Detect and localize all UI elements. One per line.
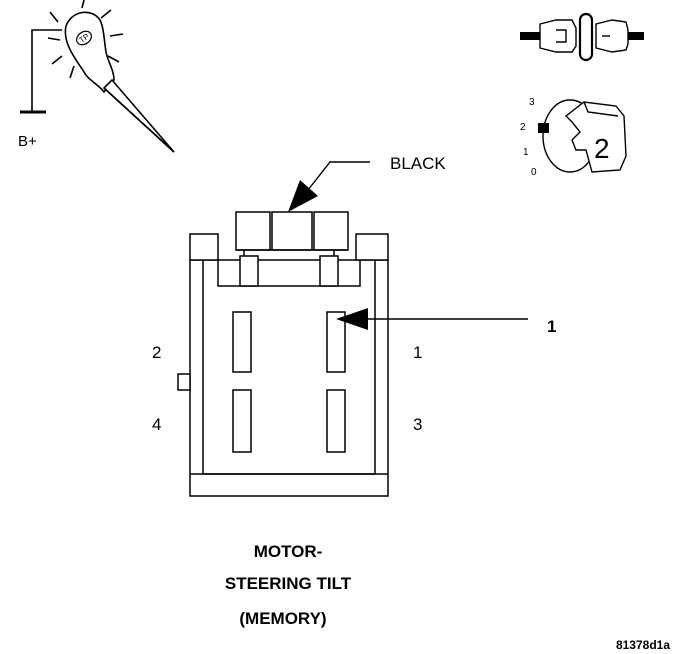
cavity-4	[232, 389, 252, 453]
component-title-line-1: MOTOR-	[254, 542, 323, 561]
cavity-3	[326, 389, 346, 453]
ignition-switch-icon: 3 2 1 0 2	[520, 97, 627, 178]
pin-callout-number: 1	[547, 317, 556, 336]
pin-label-3: 3	[413, 415, 422, 434]
probe-tip-mark: TP	[75, 30, 93, 46]
ignition-key-number: 2	[594, 133, 610, 164]
pin-label-1: 1	[413, 343, 422, 362]
center-key	[271, 211, 313, 251]
left-post	[189, 233, 219, 261]
disconnected-connector-icon	[520, 12, 644, 62]
pin-label-4: 4	[152, 415, 161, 434]
color-callout-label: BLACK	[390, 154, 446, 173]
light-rays	[47, 0, 124, 79]
key-head	[564, 101, 627, 173]
ignition-position-2: 2	[520, 122, 526, 133]
ignition-position-marker	[538, 123, 549, 133]
color-callout-arrowhead	[288, 180, 318, 212]
ignition-position-3: 3	[529, 97, 535, 108]
connector-body	[189, 259, 389, 497]
test-light-probe	[20, 0, 175, 153]
probe-voltage-label: B+	[18, 133, 37, 150]
pin-callout	[336, 308, 528, 330]
ignition-position-0: 0	[531, 167, 537, 178]
figure-id: 81378d1a	[616, 638, 670, 652]
cavity-2	[232, 311, 252, 373]
left-latch-tab	[239, 255, 259, 287]
probe-handle	[64, 11, 115, 94]
probe-lead-wire	[31, 29, 62, 112]
right-latch	[313, 211, 349, 251]
component-title-line-3: (MEMORY)	[239, 609, 326, 628]
left-latch	[235, 211, 271, 251]
pin-callout-arrowhead	[336, 308, 368, 330]
right-post	[355, 233, 389, 261]
cavity-1	[326, 311, 346, 373]
right-latch-tab	[319, 255, 339, 287]
component-title-line-2: STEERING TILT	[225, 574, 352, 593]
color-callout	[288, 161, 370, 212]
polarizing-nub	[177, 373, 191, 391]
pin-label-2: 2	[152, 343, 161, 362]
ignition-position-1: 1	[523, 147, 529, 158]
connector-face	[177, 211, 389, 497]
probe-needle	[102, 78, 175, 153]
